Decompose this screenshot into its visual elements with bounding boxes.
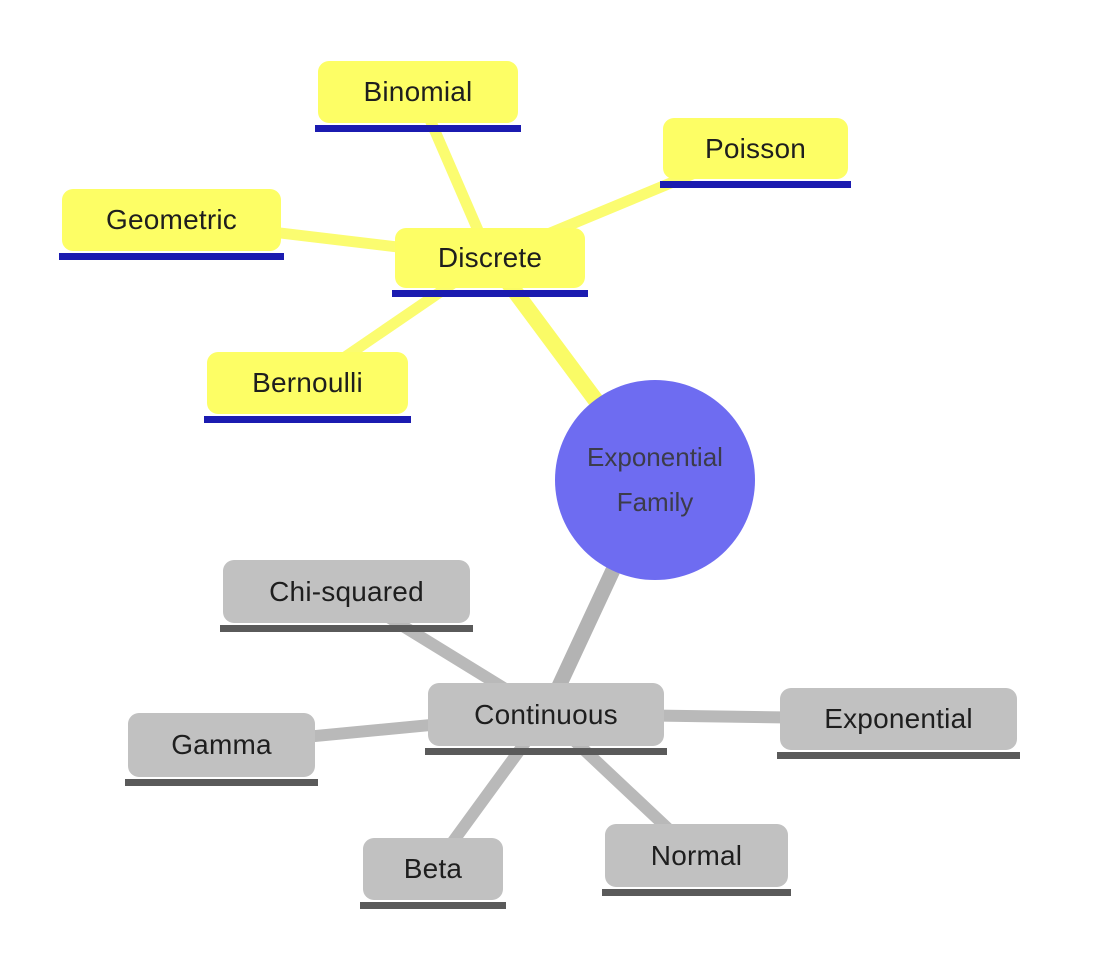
node-bernoulli[interactable]: Bernoulli: [204, 352, 411, 423]
node-exponential-family[interactable]: Exponential Family: [555, 380, 755, 580]
node-bernoulli-label: Bernoulli: [252, 367, 363, 398]
node-discrete-label: Discrete: [437, 242, 543, 273]
node-normal-label: Normal: [650, 839, 743, 871]
node-poisson-label: Poisson: [704, 132, 806, 164]
node-gamma-label: Gamma: [171, 729, 272, 760]
node-gamma[interactable]: Gamma: [125, 713, 318, 786]
node-normal[interactable]: Normal: [602, 824, 791, 896]
node-chi-squared[interactable]: Chi-squared: [220, 560, 473, 632]
node-binomial-label: Binomial: [363, 76, 473, 107]
node-geometric-label: Geometric: [106, 204, 237, 235]
node-discrete[interactable]: Discrete: [392, 228, 588, 297]
center-label-line1: Exponential: [587, 442, 723, 472]
node-continuous-label: Continuous: [474, 698, 618, 730]
node-exponential-label: Exponential: [824, 703, 973, 734]
node-chi-squared-label: Chi-squared: [269, 575, 424, 607]
node-exponential[interactable]: Exponential: [777, 688, 1020, 759]
node-beta[interactable]: Beta: [360, 838, 506, 909]
node-poisson[interactable]: Poisson: [660, 118, 851, 188]
node-binomial[interactable]: Binomial: [315, 61, 521, 132]
node-continuous[interactable]: Continuous: [425, 683, 667, 755]
node-geometric[interactable]: Geometric: [59, 189, 284, 260]
center-label-line2: Family: [616, 487, 694, 517]
node-beta-label: Beta: [403, 853, 463, 884]
